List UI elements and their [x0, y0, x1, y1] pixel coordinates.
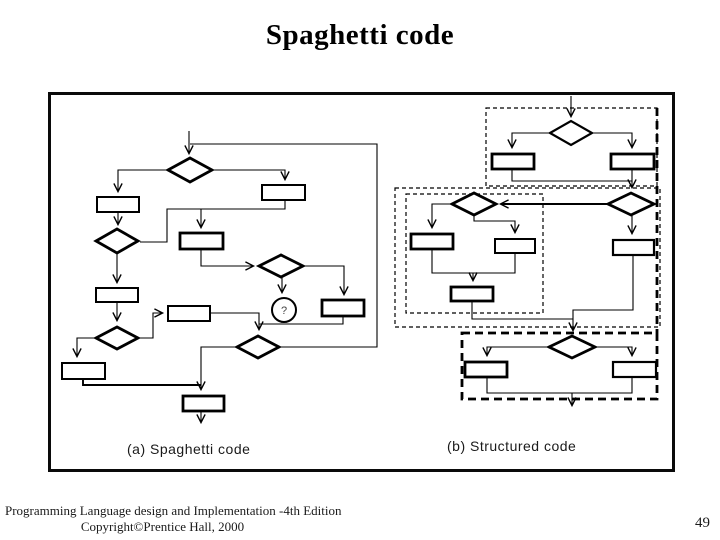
- figure-frame: [48, 92, 675, 472]
- page-number: 49: [695, 515, 710, 531]
- caption-structured: (b) Structured code: [447, 438, 577, 454]
- caption-spaghetti: (a) Spaghetti code: [127, 441, 251, 457]
- slide-title: Spaghetti code: [265, 19, 455, 51]
- footer-copyright: Copyright©Prentice Hall, 2000: [80, 519, 245, 534]
- footer-book-title: Programming Language design and Implemen…: [5, 503, 342, 518]
